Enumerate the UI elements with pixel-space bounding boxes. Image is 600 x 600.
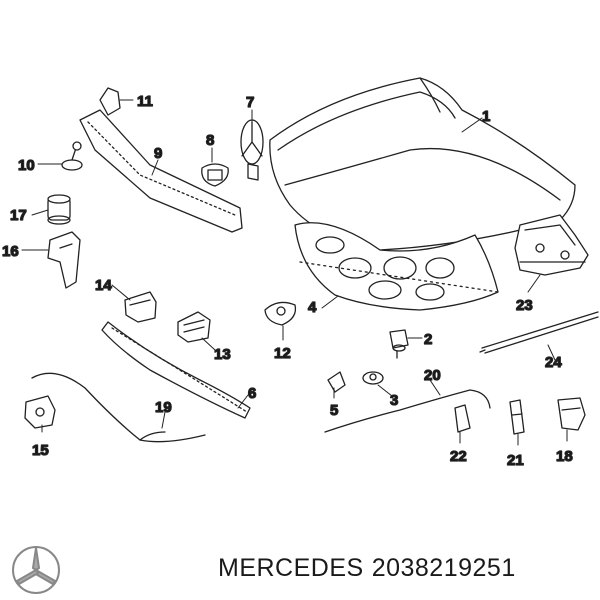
part-rubber-stop (389, 329, 409, 359)
callout-19: 19 (155, 399, 172, 416)
callout-14: 14 (95, 277, 112, 294)
callout-23: 23 (516, 297, 533, 314)
part-hood-hinge (514, 214, 589, 276)
callout-21: 21 (507, 452, 524, 469)
mercedes-star-icon (12, 546, 60, 594)
part-buffer (362, 371, 384, 385)
part-latch-18 (557, 397, 586, 431)
part-mount-12 (264, 301, 297, 326)
callout-11: 11 (137, 93, 153, 110)
part-holder-22 (454, 404, 471, 433)
callout-4: 4 (308, 299, 317, 316)
part-seal-rail (79, 109, 243, 233)
part-bracket-16 (47, 231, 81, 289)
exploded-hood-diagram: 1 2 3 4 5 6 7 8 9 10 11 12 13 14 15 16 1… (1, 77, 599, 470)
part-hood-liner (294, 222, 499, 311)
part-release-cable (31, 372, 206, 443)
brand-name: MERCEDES (218, 554, 364, 582)
callout-17: 17 (10, 207, 27, 224)
part-latch-14 (124, 291, 157, 323)
part-lock-13 (177, 311, 211, 343)
callout-1: 1 (482, 108, 490, 125)
callout-2: 2 (424, 331, 432, 348)
part-push-pin (61, 141, 83, 171)
callout-8: 8 (206, 132, 214, 149)
part-hood-panel (269, 77, 576, 251)
part-cap (47, 194, 71, 225)
part-release-handle (24, 395, 56, 429)
leader-lines (21, 99, 568, 446)
callout-20: 20 (424, 367, 441, 384)
part-clip-5 (327, 371, 346, 393)
callout-9: 9 (154, 145, 162, 162)
part-emblem-base (201, 163, 229, 187)
part-star-emblem (240, 119, 264, 181)
callout-5: 5 (330, 402, 338, 419)
callout-22: 22 (450, 448, 467, 465)
callout-6: 6 (248, 385, 256, 402)
callout-18: 18 (556, 448, 573, 465)
callout-15: 15 (32, 442, 49, 459)
part-lock-cable (324, 389, 491, 433)
part-seal-strip (101, 321, 251, 419)
part-number: 2038219251 (371, 554, 516, 582)
part-bracket-21 (509, 399, 525, 435)
callout-16: 16 (2, 243, 19, 260)
callout-12: 12 (274, 345, 291, 362)
callout-7: 7 (246, 94, 254, 111)
callout-10: 10 (18, 157, 35, 174)
callout-24: 24 (545, 354, 562, 371)
part-clip-11 (99, 87, 121, 116)
part-gas-strut (479, 311, 599, 354)
callout-3: 3 (390, 392, 398, 409)
callout-13: 13 (214, 346, 231, 363)
